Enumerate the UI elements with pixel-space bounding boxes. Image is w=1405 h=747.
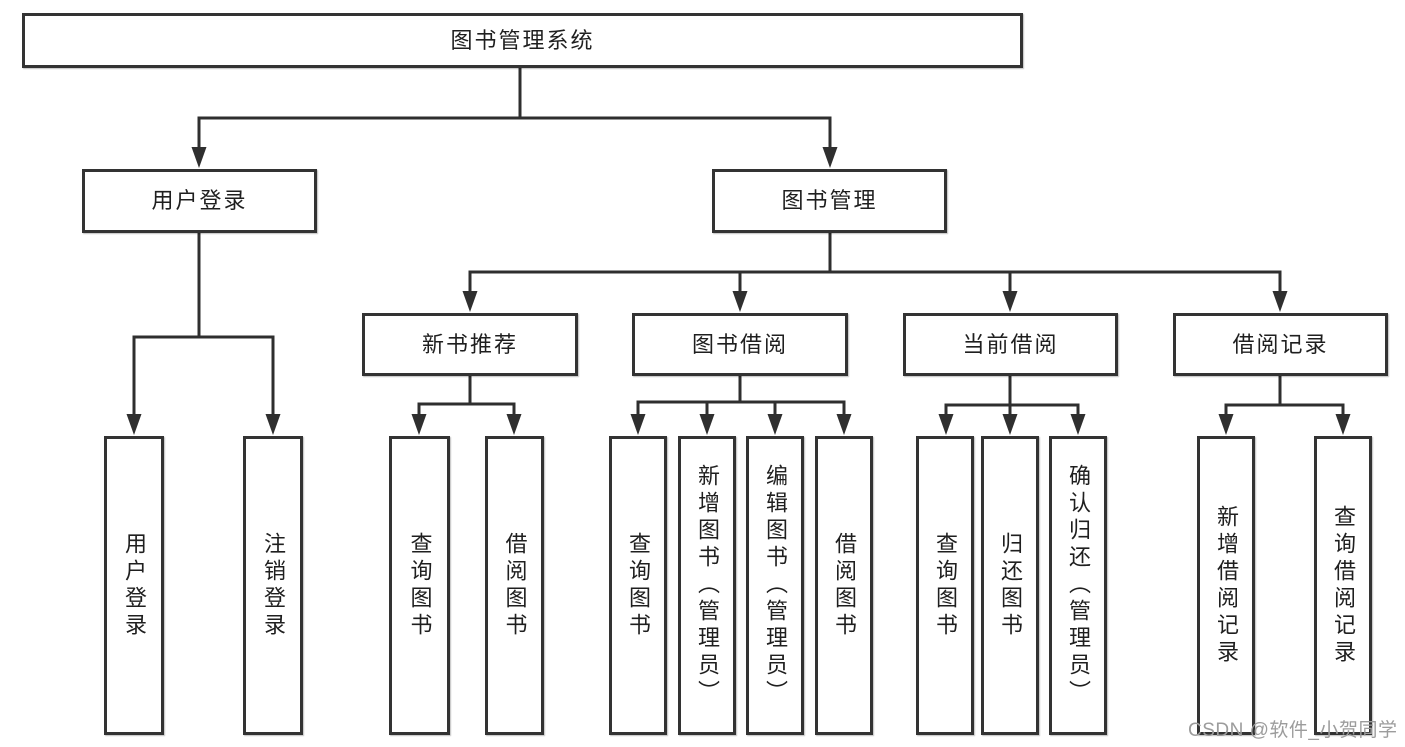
leaf-label: 编辑图书（管理员） [763, 464, 788, 707]
leaf-query-books-recommend: 查询图书 [389, 436, 450, 735]
node-label: 图书管理 [781, 188, 878, 213]
leaf-label: 确认归还（管理员） [1066, 464, 1091, 707]
node-current-borrowing: 当前借阅 [903, 313, 1118, 376]
leaf-return-books: 归还图书 [981, 436, 1039, 735]
connector-borrowing-records-to-leaves [1218, 376, 1351, 435]
node-book-borrowing: 图书借阅 [632, 313, 848, 376]
leaf-label: 查询图书 [407, 531, 433, 640]
connector-book-management-to-level3 [462, 233, 1288, 312]
leaf-user-login: 用户登录 [104, 436, 164, 735]
connector-current-borrowing-to-leaves [938, 376, 1086, 435]
leaf-label: 用户登录 [122, 531, 147, 640]
leaf-label: 借阅图书 [502, 531, 528, 640]
connector-root-to-level2 [191, 68, 838, 168]
leaf-confirm-return-admin: 确认归还（管理员） [1049, 436, 1107, 735]
leaf-borrow-books: 借阅图书 [815, 436, 873, 735]
node-label: 新书推荐 [421, 331, 518, 357]
leaf-label: 查询图书 [626, 531, 651, 640]
node-label: 图书借阅 [691, 331, 788, 357]
node-label: 用户登录 [151, 188, 248, 213]
leaf-label: 查询图书 [933, 531, 958, 640]
node-library-management-system: 图书管理系统 [22, 13, 1023, 68]
leaf-label: 归还图书 [998, 531, 1023, 640]
leaf-label: 借阅图书 [832, 531, 857, 640]
leaf-add-books-admin: 新增图书（管理员） [678, 436, 736, 735]
csdn-watermark: CSDN @软件_小贺同学 [1188, 720, 1398, 741]
node-book-management: 图书管理 [712, 169, 947, 233]
node-label: 图书管理系统 [450, 27, 595, 53]
leaf-query-books-borrow: 查询图书 [609, 436, 667, 735]
leaf-label: 查询借阅记录 [1331, 504, 1356, 667]
leaf-label: 注销登录 [261, 531, 286, 640]
connector-new-book-recommendation-to-leaves [411, 376, 522, 435]
leaf-label: 新增图书（管理员） [695, 464, 720, 707]
node-borrowing-records: 借阅记录 [1173, 313, 1388, 376]
node-label: 借阅记录 [1232, 331, 1329, 357]
connector-user-login-to-leaves [126, 233, 281, 435]
node-user-login: 用户登录 [82, 169, 317, 233]
node-label: 当前借阅 [962, 331, 1059, 357]
leaf-add-borrow-record: 新增借阅记录 [1197, 436, 1255, 735]
leaf-logout: 注销登录 [243, 436, 303, 735]
leaf-edit-books-admin: 编辑图书（管理员） [746, 436, 804, 735]
leaf-query-borrow-record: 查询借阅记录 [1314, 436, 1372, 735]
leaf-query-books-current: 查询图书 [916, 436, 974, 735]
connector-book-borrowing-to-leaves [630, 376, 852, 435]
node-new-book-recommendation: 新书推荐 [362, 313, 578, 376]
leaf-label: 新增借阅记录 [1214, 504, 1239, 667]
leaf-borrow-books-recommend: 借阅图书 [485, 436, 544, 735]
